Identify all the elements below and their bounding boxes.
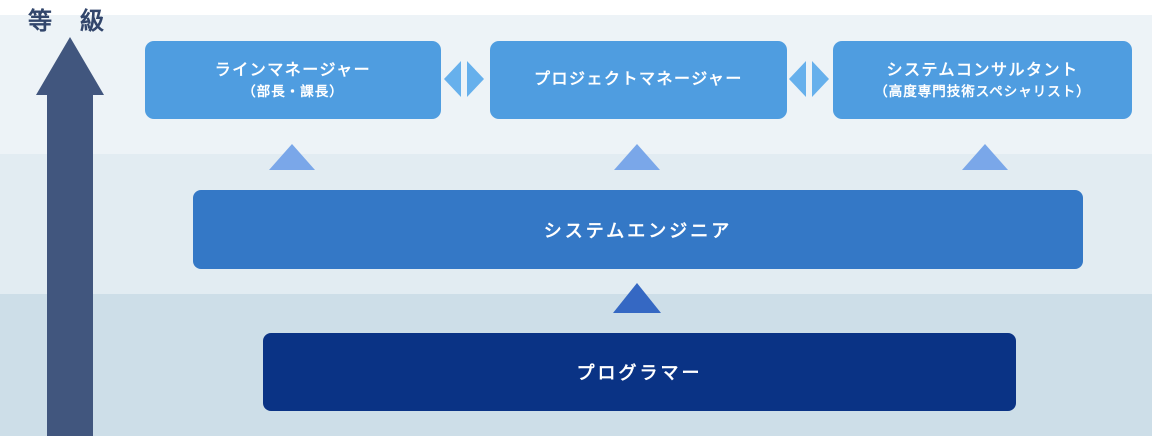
up-arrow-icon [269,144,315,170]
role-name: ラインマネージャー [214,61,372,79]
swap-arrows-icon [789,61,829,97]
role-box-project-manager: プロジェクトマネージャー [490,41,787,119]
role-name: プロジェクトマネージャー [534,71,743,89]
grade-axis-arrow-shaft [47,93,93,436]
right-triangle-icon [812,61,829,97]
right-triangle-icon [467,61,484,97]
up-arrow-icon [962,144,1008,170]
role-box-system-engineer: システムエンジニア [193,190,1083,269]
role-box-system-consultant: システムコンサルタント （高度専門技術スペシャリスト） [833,41,1132,119]
role-name: システムエンジニア [543,220,733,241]
left-triangle-icon [444,61,461,97]
role-name: プログラマー [576,363,703,383]
role-name: システムコンサルタント [886,61,1079,79]
role-subtitle: （部長・課長） [242,83,344,99]
role-subtitle: （高度専門技術スペシャリスト） [874,83,1091,99]
role-box-programmer: プログラマー [263,333,1016,411]
up-arrow-icon [613,283,661,313]
up-arrow-icon [614,144,660,170]
swap-arrows-icon [444,61,484,97]
grade-axis-arrowhead [36,37,104,95]
left-triangle-icon [789,61,806,97]
grade-axis-label: 等 級 [28,8,106,35]
role-box-line-manager: ラインマネージャー （部長・課長） [145,41,441,119]
